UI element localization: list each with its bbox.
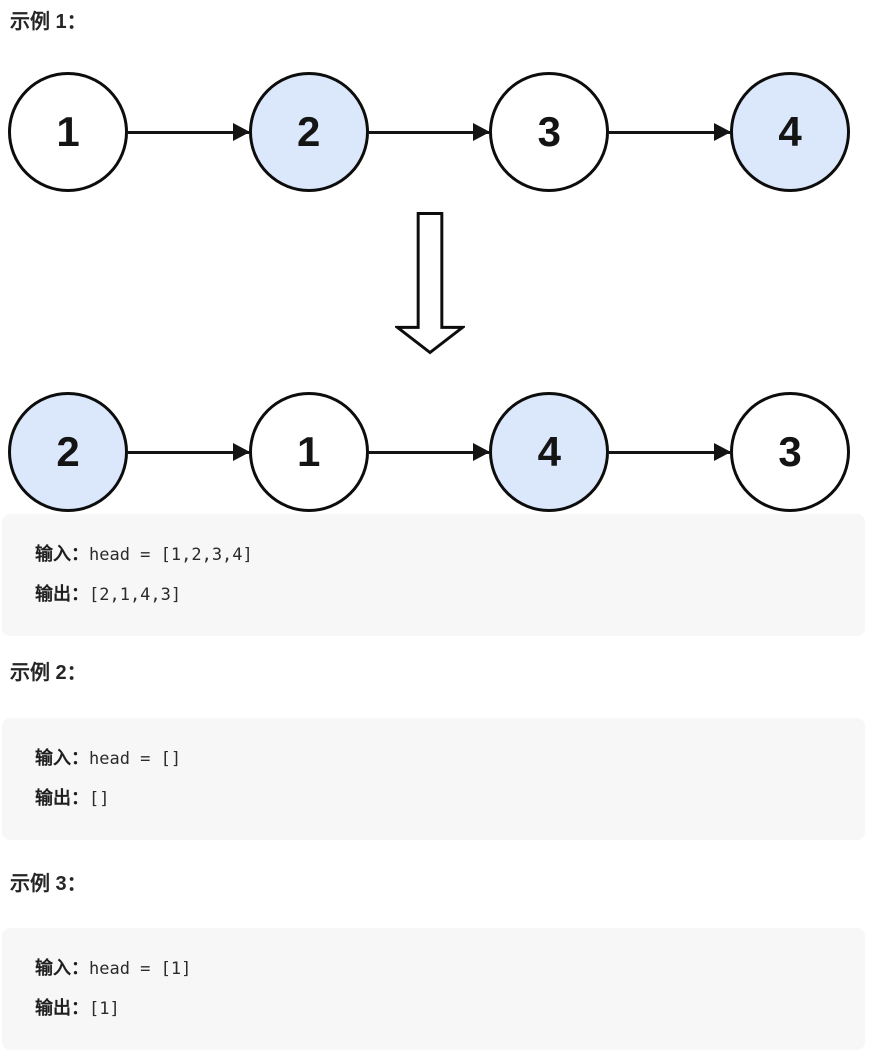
list-node: 1 [248, 392, 369, 512]
input-line: 输入：head = [1] [35, 949, 849, 989]
next-pointer-arrow [609, 130, 731, 134]
next-pointer-arrow [128, 450, 249, 454]
linked-list-before: 1 2 3 4 [0, 72, 874, 192]
output-value: [] [89, 789, 110, 809]
input-value: head = [1] [89, 959, 192, 979]
example-1-heading: 示例 1： [10, 11, 87, 33]
list-node: 3 [489, 72, 610, 192]
input-label: 输入： [35, 544, 89, 564]
output-line: 输出：[2,1,4,3] [35, 575, 849, 615]
next-pointer-arrow [128, 130, 249, 134]
input-value: head = [1,2,3,4] [89, 545, 253, 565]
output-line: 输出：[] [35, 779, 849, 819]
example-2-heading: 示例 2： [10, 662, 87, 684]
linked-list-after: 2 1 4 3 [0, 392, 874, 512]
example-2-io-block: 输入：head = [] 输出：[] [2, 718, 865, 840]
example-1-io-block: 输入：head = [1,2,3,4] 输出：[2,1,4,3] [2, 514, 865, 636]
list-node: 4 [730, 72, 851, 192]
input-label: 输入： [35, 958, 89, 978]
list-node: 4 [489, 392, 610, 512]
list-node: 2 [248, 72, 369, 192]
example-3-io-block: 输入：head = [1] 输出：[1] [2, 928, 865, 1050]
next-pointer-arrow [368, 130, 490, 134]
list-node: 3 [730, 392, 851, 512]
input-line: 输入：head = [] [35, 739, 849, 779]
next-pointer-arrow [368, 450, 490, 454]
example-3-heading: 示例 3： [10, 873, 87, 895]
input-line: 输入：head = [1,2,3,4] [35, 535, 849, 575]
transform-down-arrow-icon [0, 212, 860, 355]
output-label: 输出： [35, 998, 89, 1018]
output-value: [2,1,4,3] [89, 585, 182, 605]
input-value: head = [] [89, 749, 182, 769]
list-node: 2 [8, 392, 128, 512]
linked-list-diagram: 1 2 3 4 2 1 4 3 [0, 72, 874, 512]
output-value: [1] [89, 999, 120, 1019]
output-label: 输出： [35, 788, 89, 808]
next-pointer-arrow [609, 450, 731, 454]
output-line: 输出：[1] [35, 989, 849, 1029]
output-label: 输出： [35, 584, 89, 604]
list-node: 1 [8, 72, 128, 192]
input-label: 输入： [35, 748, 89, 768]
